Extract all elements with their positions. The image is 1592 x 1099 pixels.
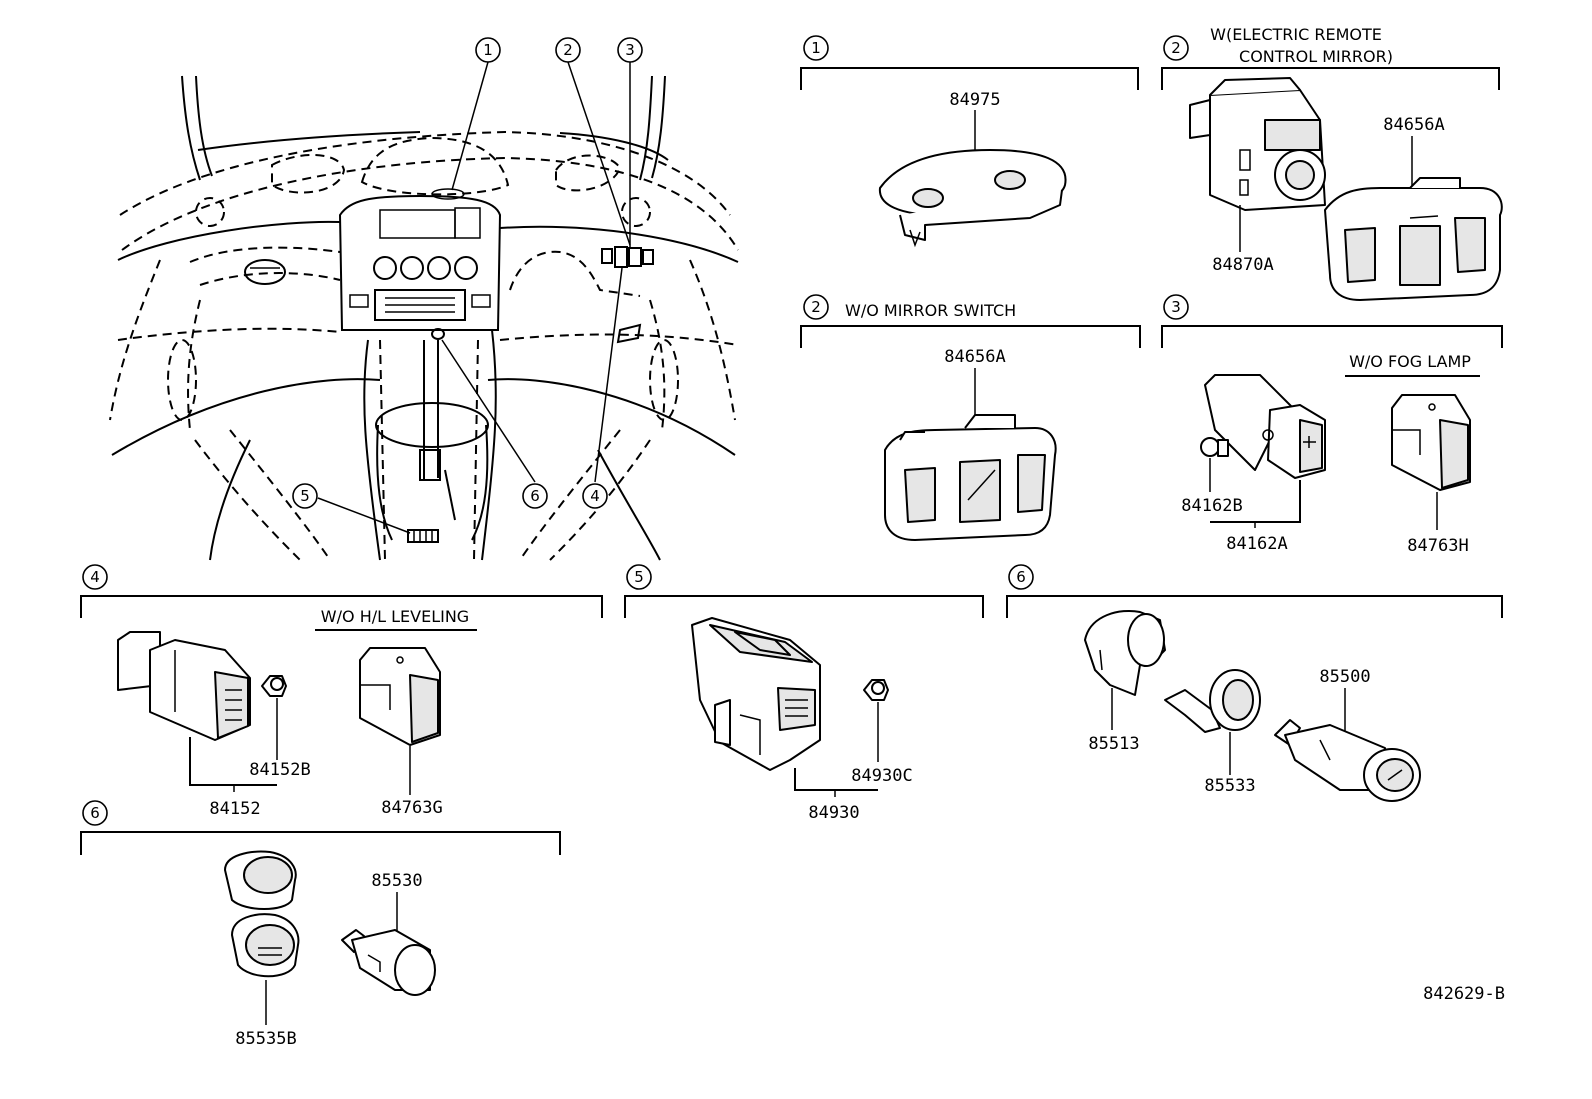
section-5-bracket: [624, 595, 984, 618]
callout-3-overview: 3: [617, 37, 643, 63]
part-84870A-mirror-switch: [1189, 77, 1326, 211]
section-6a: 6 85513 85533 85500: [1006, 564, 1503, 802]
section-3-number: 3: [1171, 298, 1181, 316]
svg-text:3: 3: [625, 41, 635, 59]
callout-5-overview: 5: [292, 483, 318, 509]
part-84152B-bulb: [261, 675, 287, 697]
section-2a-title-line1: W(ELECTRIC REMOTE: [1210, 25, 1382, 44]
section-5: 5 84930C 84930: [624, 564, 984, 823]
part-84763G-blank: [359, 647, 441, 746]
part-84162A-label: 84162A: [1226, 534, 1287, 554]
part-85513-retainer: [1084, 610, 1166, 696]
section-3-bracket: [1161, 325, 1503, 348]
section-5-number: 5: [634, 568, 644, 586]
part-85500-label: 85500: [1319, 667, 1370, 687]
section-6b-number: 6: [90, 804, 100, 822]
section-4-subtitle: W/O H/L LEVELING: [321, 607, 469, 626]
part-85530-label: 85530: [371, 871, 422, 891]
part-84930-label: 84930: [808, 803, 859, 823]
part-84656A-label-a: 84656A: [1383, 115, 1444, 135]
section-2b: 2 W/O MIRROR SWITCH 84656A: [800, 294, 1141, 541]
section-2a-number: 2: [1171, 39, 1181, 57]
section-2b-title: W/O MIRROR SWITCH: [845, 301, 1016, 320]
callout-1-overview: 1: [475, 37, 501, 63]
svg-text:4: 4: [590, 487, 600, 505]
part-84930C-label: 84930C: [851, 766, 912, 786]
part-84975-switch-bezel: [878, 149, 1067, 248]
section-3-subtitle: W/O FOG LAMP: [1349, 352, 1471, 371]
svg-text:5: 5: [300, 487, 310, 505]
section-2b-number: 2: [811, 298, 821, 316]
svg-text:6: 6: [530, 487, 540, 505]
callout-4-overview: 4: [582, 483, 608, 509]
section-6a-bracket: [1006, 595, 1503, 618]
section-2b-bracket: [800, 325, 1141, 348]
part-84763H-blank: [1391, 394, 1471, 491]
part-84930-rear-defog-switch: [691, 617, 821, 771]
part-84162B-label: 84162B: [1181, 496, 1242, 516]
part-84162B-bulb: [1200, 437, 1229, 457]
part-85533-housing: [1164, 669, 1261, 733]
dashboard-overview: [109, 61, 739, 561]
section-1: 1 84975: [800, 35, 1139, 248]
callout-2-overview: 2: [555, 37, 581, 63]
svg-text:1: 1: [483, 41, 493, 59]
section-6a-number: 6: [1016, 568, 1026, 586]
section-4: 4 W/O H/L LEVELING 84152B 84152 84763G: [80, 564, 603, 819]
section-2a: 2 W(ELECTRIC REMOTE CONTROL MIRROR) 8487…: [1161, 25, 1503, 301]
part-85513-label: 85513: [1088, 734, 1139, 754]
part-85535B-socket: [224, 850, 300, 978]
svg-text:2: 2: [563, 41, 573, 59]
part-84870A-label: 84870A: [1212, 255, 1273, 275]
part-85530-power-outlet: [341, 929, 436, 996]
part-84656A-bezel-b: [884, 414, 1057, 541]
section-6b-bracket: [80, 831, 561, 855]
part-84656A-bezel-a: [1324, 177, 1503, 301]
section-2a-title-line2: CONTROL MIRROR): [1239, 47, 1393, 66]
part-85500-cigarette-lighter: [1274, 719, 1421, 802]
part-84763H-label: 84763H: [1407, 536, 1468, 556]
part-84656A-label-b: 84656A: [944, 347, 1005, 367]
part-84162A-fog-switch: [1204, 374, 1326, 479]
part-84152-label: 84152: [209, 799, 260, 819]
part-84975-label: 84975: [949, 90, 1000, 110]
section-6b: 6 85535B 85530: [80, 800, 561, 1049]
section-4-bracket: [80, 595, 603, 618]
section-1-bracket: [800, 67, 1139, 90]
section-3: 3 W/O FOG LAMP 84162B 84162A 84763H: [1161, 294, 1503, 556]
section-1-callout: [803, 35, 829, 61]
part-85533-label: 85533: [1204, 776, 1255, 796]
part-85535B-label: 85535B: [235, 1029, 296, 1049]
part-84152B-label: 84152B: [249, 760, 310, 780]
section-4-number: 4: [90, 568, 100, 586]
part-84763G-label: 84763G: [381, 798, 442, 818]
diagram-code: 842629-B: [1423, 984, 1505, 1004]
section-2a-bracket: [1161, 67, 1500, 90]
part-84930C-bulb: [863, 679, 889, 701]
section-1-number: 1: [811, 39, 821, 57]
part-84152-leveling-switch: [117, 631, 251, 741]
callout-6-overview: 6: [522, 483, 548, 509]
